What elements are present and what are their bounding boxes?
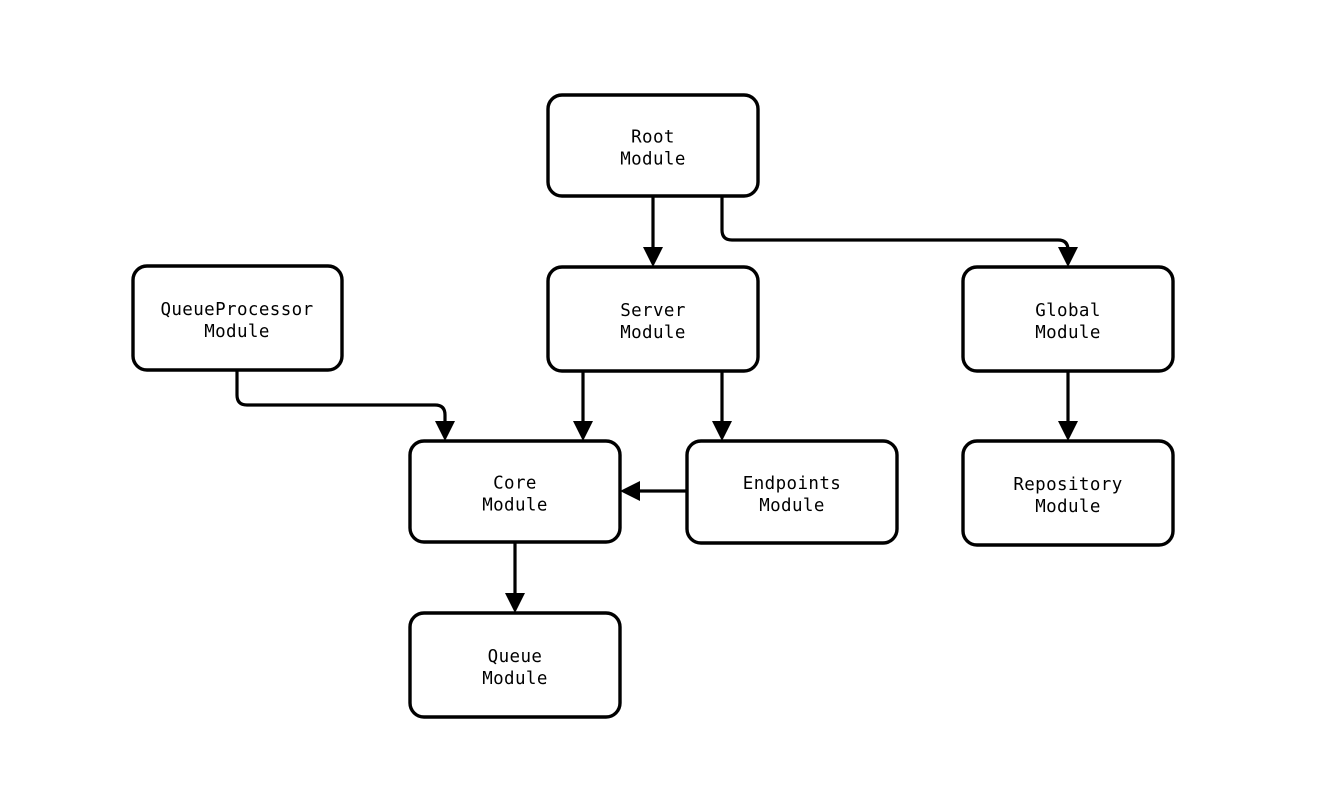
node-label-line2: Module bbox=[204, 322, 270, 342]
arrowhead-icon bbox=[1058, 421, 1078, 441]
edge-line bbox=[235, 370, 447, 428]
edge-endpoints-to-core bbox=[620, 481, 687, 501]
node-box[interactable] bbox=[961, 265, 1175, 373]
node-box[interactable] bbox=[408, 439, 622, 544]
edge-root-to-server bbox=[643, 196, 663, 267]
node-label-line1: Queue bbox=[488, 647, 543, 667]
node-label-line2: Module bbox=[620, 150, 686, 170]
edges-layer bbox=[235, 196, 1078, 613]
arrowhead-icon bbox=[620, 481, 640, 501]
node-label-line2: Module bbox=[482, 669, 548, 689]
node-label-line1: QueueProcessor bbox=[160, 300, 313, 320]
edge-server-to-endpoints bbox=[712, 371, 732, 441]
node-label-line2: Module bbox=[1035, 323, 1101, 343]
node-label-line2: Module bbox=[759, 496, 825, 516]
arrowhead-icon bbox=[1058, 247, 1078, 267]
arrowhead-icon bbox=[643, 247, 663, 267]
arrowhead-icon bbox=[505, 593, 525, 613]
node-label-line1: Server bbox=[620, 301, 686, 321]
edge-root-to-global bbox=[720, 196, 1078, 267]
node-label-line1: Repository bbox=[1013, 475, 1122, 495]
edge-line bbox=[720, 196, 1070, 254]
node-label-line2: Module bbox=[1035, 497, 1101, 517]
node-label-line1: Endpoints bbox=[743, 474, 841, 494]
node-box[interactable] bbox=[546, 93, 760, 198]
node-label-line1: Global bbox=[1035, 301, 1101, 321]
node-label-line2: Module bbox=[482, 496, 548, 516]
node-label-line1: Root bbox=[631, 128, 675, 148]
arrowhead-icon bbox=[573, 421, 593, 441]
edge-global-to-repository bbox=[1058, 371, 1078, 441]
arrowhead-icon bbox=[435, 421, 455, 441]
node-box[interactable] bbox=[131, 264, 344, 372]
node-box[interactable] bbox=[961, 439, 1175, 547]
node-label-line2: Module bbox=[620, 323, 686, 343]
nodes-layer: RootModuleQueueProcessorModuleServerModu… bbox=[131, 93, 1175, 719]
node-label-line1: Core bbox=[493, 474, 537, 494]
node-box[interactable] bbox=[685, 439, 899, 545]
edge-queueprocessor-to-core bbox=[235, 370, 455, 441]
node-box[interactable] bbox=[546, 265, 760, 373]
edge-core-to-queue bbox=[505, 542, 525, 613]
arrowhead-icon bbox=[712, 421, 732, 441]
edge-server-to-core bbox=[573, 371, 593, 441]
node-box[interactable] bbox=[408, 611, 622, 719]
